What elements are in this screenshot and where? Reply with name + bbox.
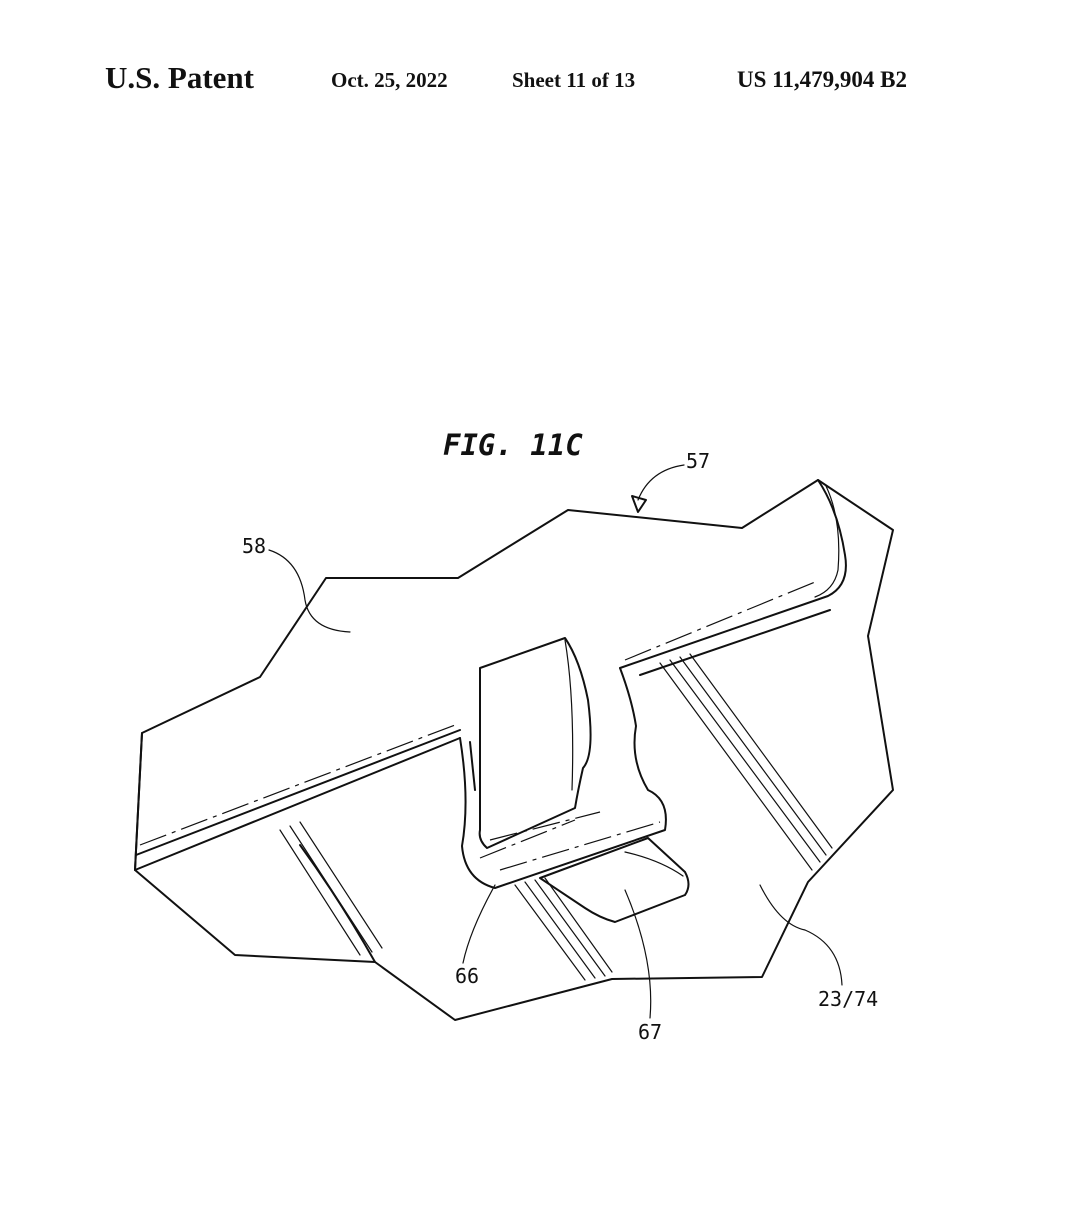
- sheet-number: Sheet 11 of 13: [512, 68, 636, 92]
- ref-57: 57: [686, 449, 710, 473]
- leader-67: [624, 889, 652, 1019]
- leader-23-74: [759, 884, 843, 986]
- patent-number: US 11,479,904 B2: [737, 67, 907, 92]
- hidden-lines: [139, 581, 816, 871]
- arrow-57-icon: [631, 495, 647, 513]
- ref-66: 66: [455, 964, 479, 988]
- leader-lines: [268, 464, 843, 1019]
- shading-hatching: [279, 653, 833, 981]
- ref-58: 58: [242, 534, 266, 558]
- figure-title: FIG. 11C: [443, 428, 583, 462]
- publication-date: Oct. 25, 2022: [331, 68, 448, 92]
- leader-66: [462, 884, 496, 964]
- housing-outline: [134, 479, 894, 1021]
- patent-office-title: U.S. Patent: [105, 60, 254, 95]
- leader-57: [637, 464, 685, 501]
- leader-58: [268, 549, 351, 633]
- patent-header: U.S. Patent Oct. 25, 2022 Sheet 11 of 13…: [0, 58, 1080, 102]
- ref-67: 67: [638, 1020, 662, 1044]
- ref-23-74: 23/74: [818, 987, 878, 1011]
